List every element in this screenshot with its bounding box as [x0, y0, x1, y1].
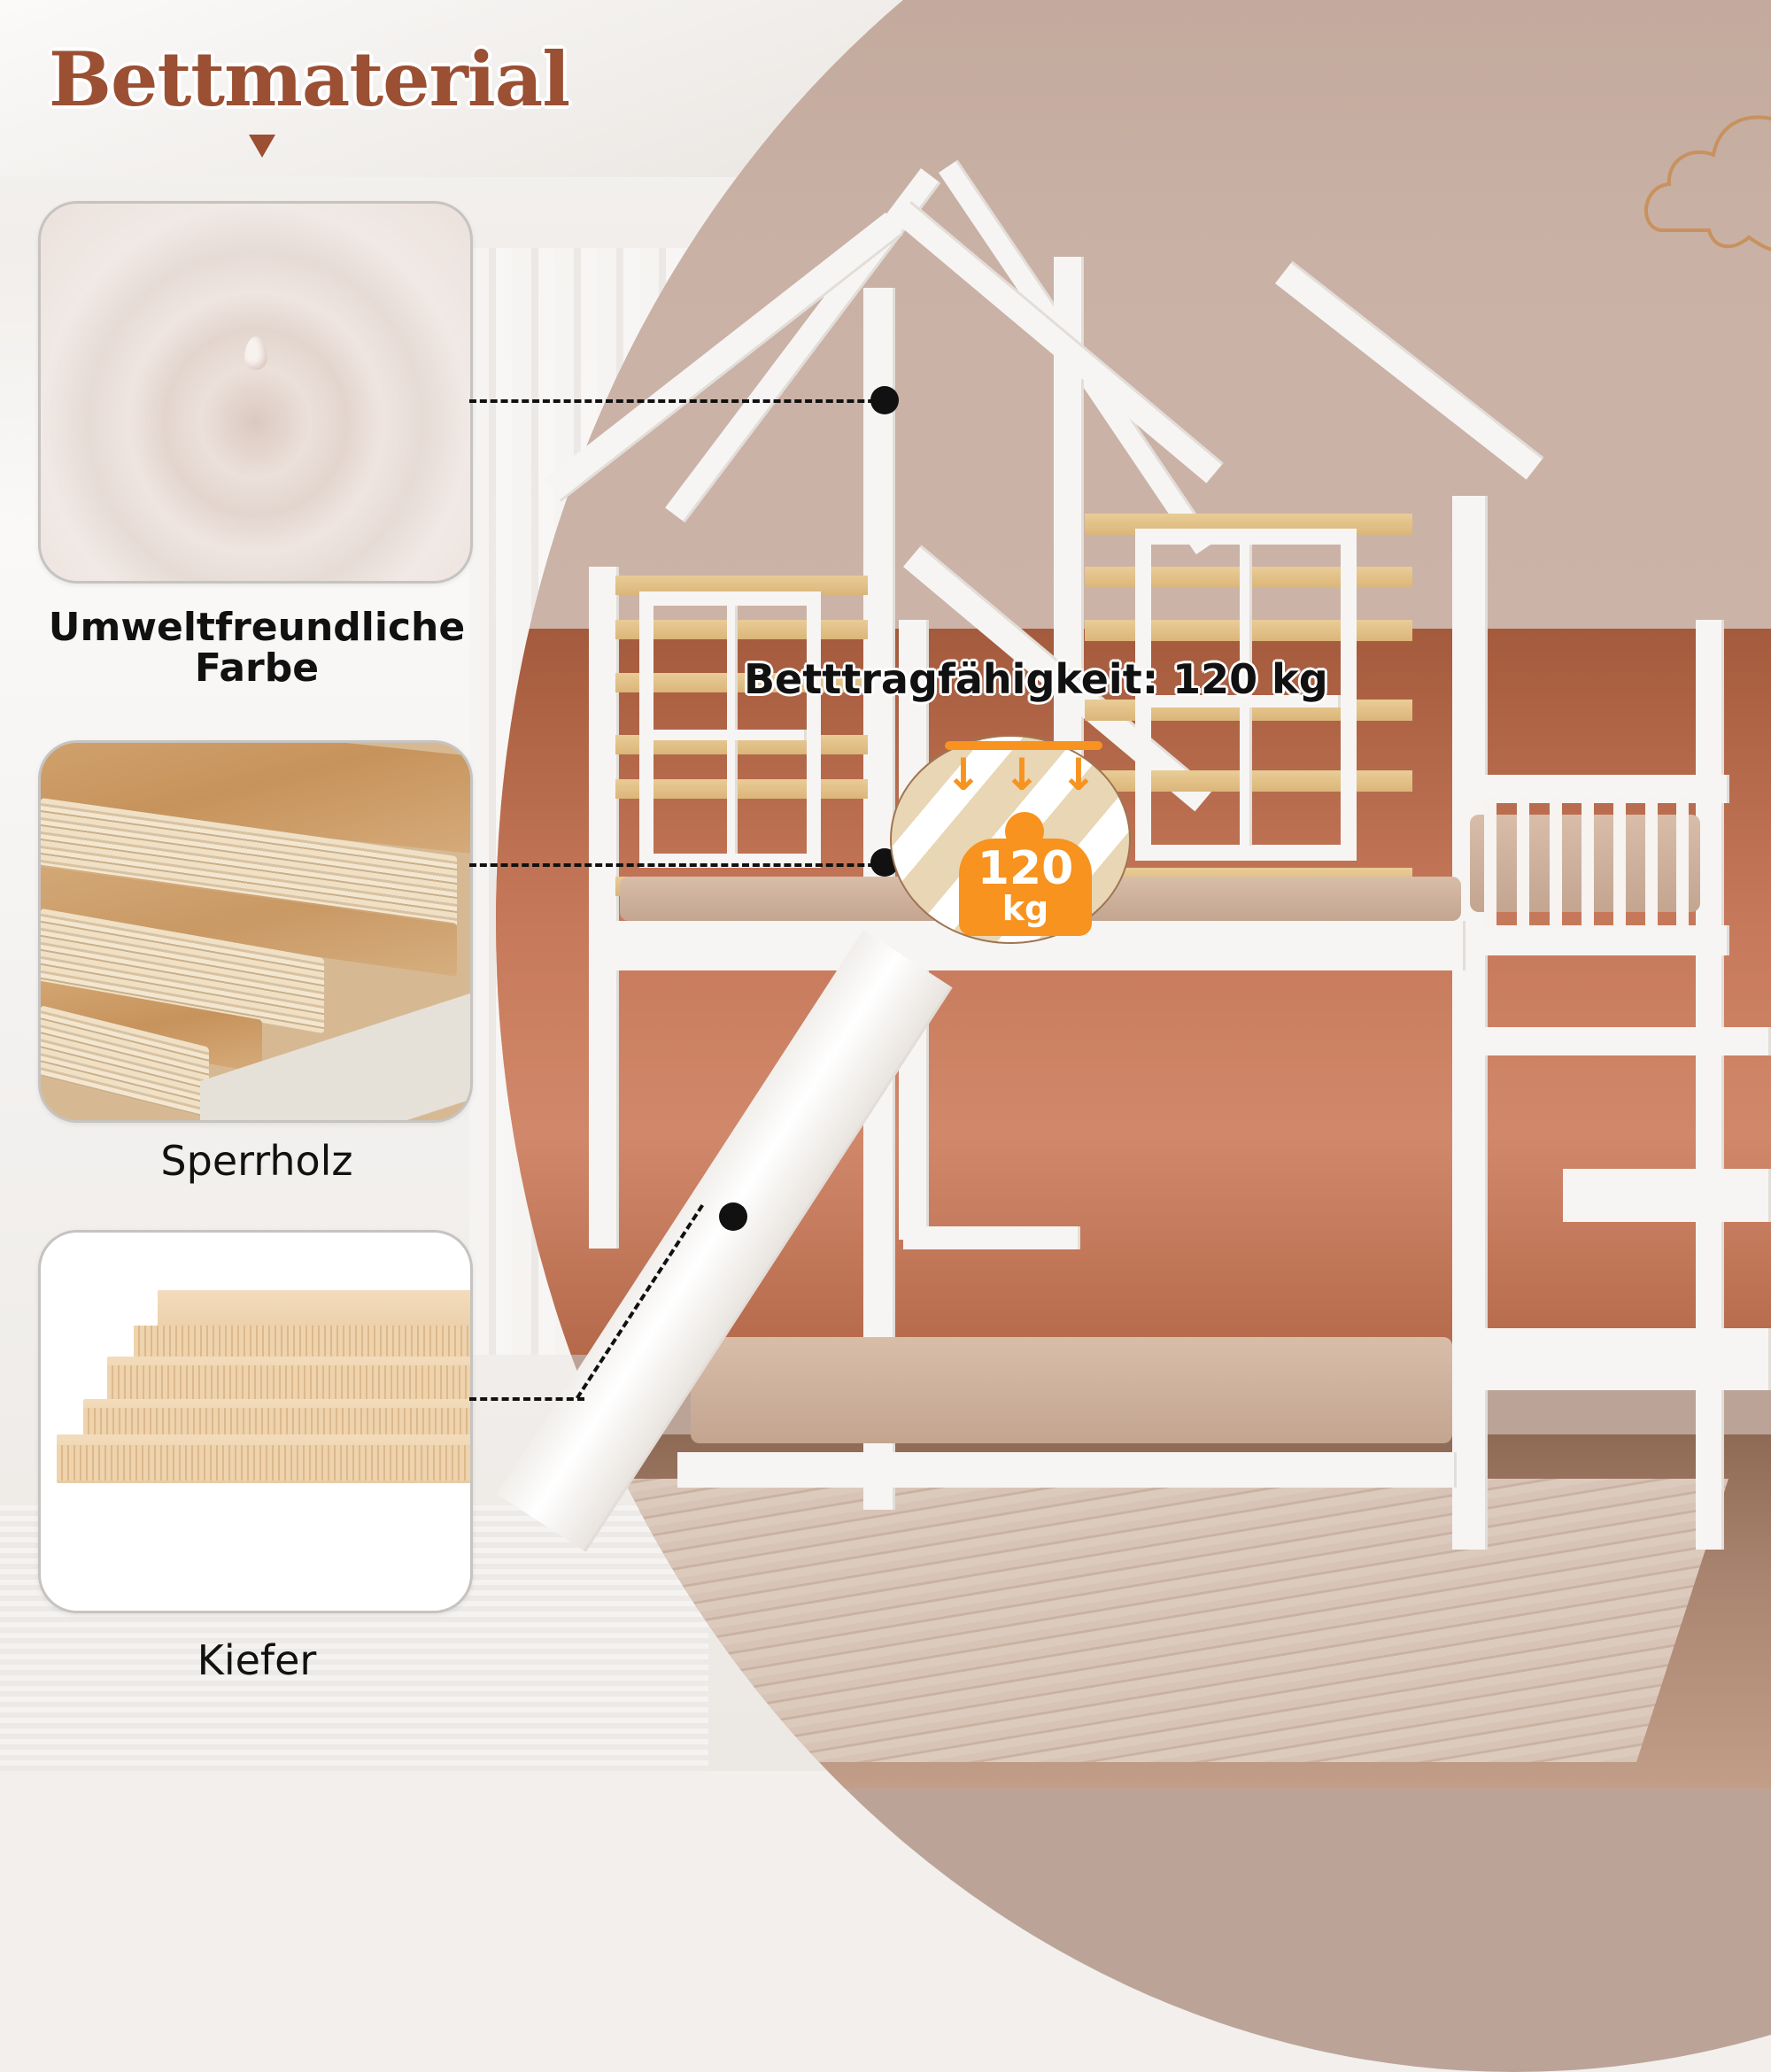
capacity-badge: ↓ ↓ ↓ 120 kg: [890, 726, 1131, 947]
leader-line-paint: [469, 399, 886, 403]
material-card-pine: [38, 1230, 473, 1613]
milk-drop-icon: [244, 336, 267, 370]
load-bar-icon: [945, 741, 1102, 750]
capacity-label: Betttragfähigkeit: 120 kg: [744, 655, 1328, 703]
weight-body: [959, 839, 1092, 936]
down-arrow-icon: ↓: [945, 749, 982, 800]
page-title: Bettmaterial: [49, 35, 570, 123]
down-triangle-icon: [249, 135, 275, 158]
weight-load-icon: 120 kg: [959, 812, 1092, 936]
material-card-plywood: [38, 740, 473, 1123]
cloud-decoration-icon: [1644, 115, 1771, 251]
leader-line-pine: [469, 1397, 584, 1401]
material-label-pine: Kiefer: [197, 1636, 317, 1684]
rug: [496, 1479, 1728, 1762]
marker-dot-pine: [719, 1202, 747, 1231]
down-arrow-icon: ↓: [1003, 749, 1040, 800]
label-line-2: Farbe: [194, 646, 320, 691]
marker-dot-paint: [870, 386, 899, 414]
capacity-unit: kg: [1002, 889, 1049, 928]
material-label-paint: Umweltfreundliche Farbe: [9, 607, 505, 689]
leader-line-plywood: [469, 863, 886, 867]
material-label-plywood: Sperrholz: [160, 1137, 353, 1185]
capacity-value: 120: [977, 842, 1074, 895]
label-line-1: Umweltfreundliche: [48, 605, 466, 650]
material-card-paint: [38, 201, 473, 584]
down-arrow-icon: ↓: [1060, 749, 1097, 800]
window-right: [1135, 529, 1357, 861]
window-left: [639, 591, 821, 868]
